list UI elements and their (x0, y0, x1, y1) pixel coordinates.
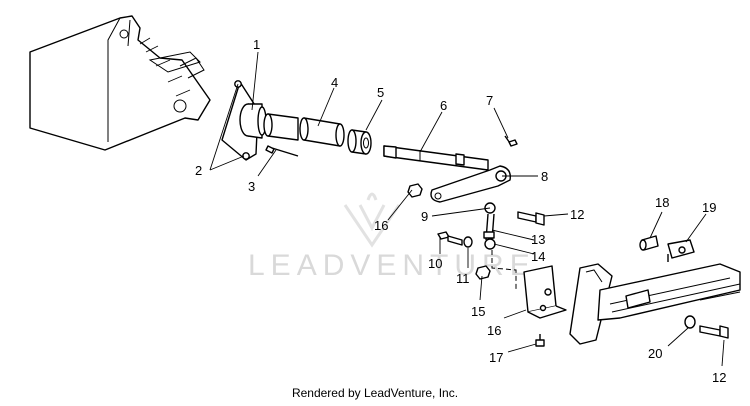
clip-19 (667, 239, 695, 262)
bolt-10 (437, 231, 463, 246)
callout-1: 1 (253, 37, 260, 52)
washer-20 (684, 315, 696, 329)
shaft (383, 145, 489, 171)
callout-20: 20 (648, 346, 662, 361)
frame-housing (29, 15, 211, 151)
leader-lines (209, 51, 725, 367)
washer-11 (463, 236, 473, 248)
callout-16-upper: 16 (374, 218, 388, 233)
callout-13: 13 (531, 232, 545, 247)
spacer-18 (639, 235, 659, 251)
credit-text: Rendered by LeadVenture, Inc. (291, 386, 459, 400)
callout-16-lower: 16 (487, 323, 501, 338)
flange-bearing (239, 103, 267, 139)
screw-17 (535, 334, 545, 347)
callouts: 1 2 3 4 5 6 7 8 9 10 11 12 12 13 14 15 1… (195, 37, 726, 385)
alignment-line (491, 250, 517, 290)
callout-4: 4 (331, 75, 338, 90)
callout-14: 14 (531, 249, 545, 264)
link-rod (483, 202, 496, 250)
callout-11: 11 (456, 271, 470, 286)
callout-2: 2 (195, 163, 202, 178)
bolt-lower (699, 325, 729, 339)
callout-15: 15 (471, 304, 485, 319)
callout-19: 19 (702, 200, 716, 215)
callout-8: 8 (541, 169, 548, 184)
bushing (347, 129, 372, 155)
callout-10: 10 (428, 256, 442, 271)
small-screw (504, 135, 518, 147)
callout-18: 18 (655, 195, 669, 210)
callout-9: 9 (421, 209, 428, 224)
callout-17: 17 (489, 350, 503, 365)
callout-3: 3 (248, 179, 255, 194)
cotter-pin (265, 145, 299, 157)
callout-12-lower: 12 (712, 370, 726, 385)
arm-lever (430, 165, 511, 203)
bolt-upper (517, 211, 545, 226)
callout-12-upper: 12 (570, 207, 584, 222)
callout-7: 7 (486, 93, 493, 108)
lower-frame (569, 263, 741, 345)
nut-upper (407, 183, 423, 198)
nut-15 (475, 265, 491, 280)
tube-sleeve (263, 113, 345, 147)
watermark-text: LEADVENTURE (248, 249, 536, 282)
callout-5: 5 (377, 85, 384, 100)
callout-6: 6 (440, 98, 447, 113)
bracket-lower (523, 265, 567, 319)
